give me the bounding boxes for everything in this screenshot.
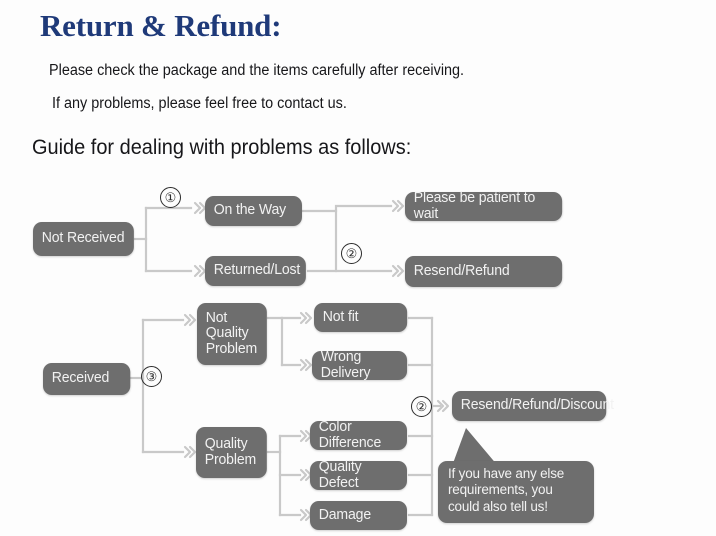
node-label: Color Difference bbox=[318, 418, 382, 451]
guide-heading: Guide for dealing with problems as follo… bbox=[32, 136, 412, 159]
node-label: Returned/Lost bbox=[213, 262, 301, 279]
node-quality-defect[interactable]: Quality Defect bbox=[310, 458, 407, 491]
node-label: Quality Problem bbox=[204, 435, 257, 468]
marker-label: ② bbox=[415, 398, 428, 414]
node-label: Received bbox=[51, 370, 110, 387]
node-label: Resend/Refund bbox=[413, 262, 510, 279]
node-label: Not Received bbox=[41, 230, 125, 247]
intro-line-1: Please check the package and the items c… bbox=[49, 62, 465, 79]
node-label: Resend/Refund/Discount bbox=[460, 397, 614, 414]
node-not-quality-problem[interactable]: Not Quality Problem bbox=[197, 303, 267, 365]
node-not-received[interactable]: Not Received bbox=[33, 222, 134, 256]
node-quality-problem[interactable]: Quality Problem bbox=[196, 427, 267, 478]
node-resend-refund-discount[interactable]: Resend/Refund/Discount bbox=[452, 391, 614, 421]
node-label: Please be patient to wait bbox=[413, 189, 536, 222]
node-label: On the Way bbox=[213, 202, 287, 219]
node-damage[interactable]: Damage bbox=[310, 501, 407, 530]
step-marker-two-bottom: ② bbox=[411, 396, 432, 417]
marker-label: ② bbox=[345, 245, 358, 261]
node-color-difference[interactable]: Color Difference bbox=[310, 418, 407, 451]
node-label: Wrong Delivery bbox=[320, 348, 371, 381]
node-resend-refund[interactable]: Resend/Refund bbox=[405, 256, 563, 287]
node-returned-lost[interactable]: Returned/Lost bbox=[205, 256, 306, 286]
intro-line-2: If any problems, please feel free to con… bbox=[52, 95, 347, 112]
node-label: Not fit bbox=[322, 308, 359, 325]
callout-bubble: If you have any else requirements, you c… bbox=[438, 461, 594, 523]
node-label: Not Quality Problem bbox=[205, 309, 258, 357]
node-not-fit[interactable]: Not fit bbox=[314, 303, 408, 332]
node-please-be-patient-to-wait[interactable]: Please be patient to wait bbox=[405, 189, 563, 222]
node-label: Quality Defect bbox=[318, 458, 362, 491]
node-received[interactable]: Received bbox=[43, 363, 131, 395]
step-marker-one: ① bbox=[160, 187, 181, 208]
node-label: Damage bbox=[318, 506, 372, 523]
step-marker-two-top: ② bbox=[341, 243, 362, 264]
node-wrong-delivery[interactable]: Wrong Delivery bbox=[312, 348, 408, 381]
marker-label: ① bbox=[164, 189, 177, 205]
marker-label: ③ bbox=[145, 368, 158, 384]
node-on-the-way[interactable]: On the Way bbox=[205, 196, 302, 226]
step-marker-three: ③ bbox=[141, 366, 162, 387]
callout-text: If you have any else requirements, you c… bbox=[448, 466, 565, 514]
page-title: Return & Refund: bbox=[40, 8, 282, 43]
